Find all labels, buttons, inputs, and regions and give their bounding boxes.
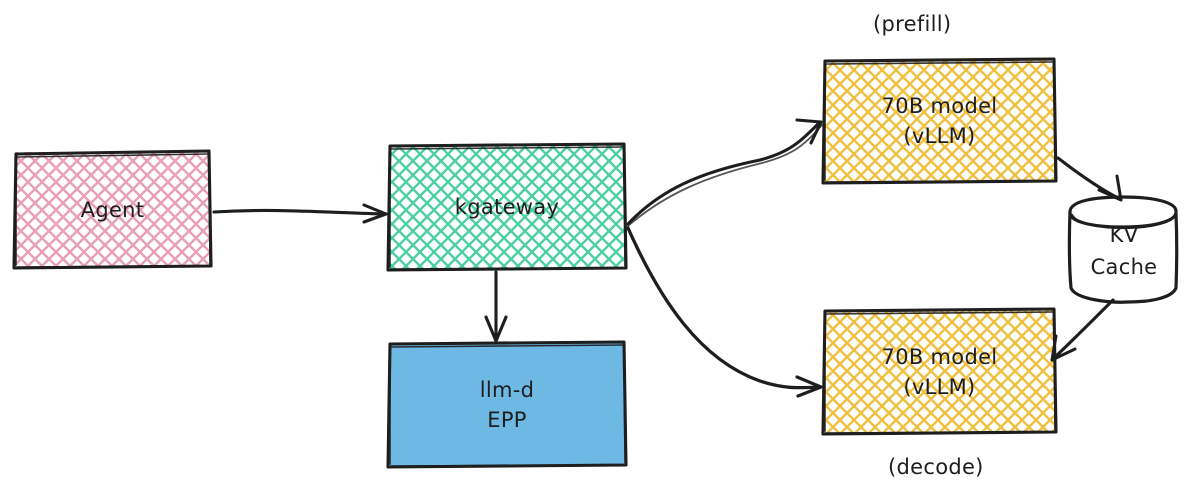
node-kv-cache[interactable] [1067,195,1179,304]
edge-kvcache-to-decode [1050,298,1115,362]
decode-caption: (decode) [888,455,984,479]
node-kgateway[interactable] [386,142,628,272]
edge-prefill-to-kvcache [1056,156,1123,202]
node-prefill-model[interactable] [821,57,1058,185]
decode-model-node-hitbox[interactable] [825,310,1054,433]
llmd-epp-node-hitbox[interactable] [390,343,624,466]
prefill-model-node-hitbox[interactable] [825,60,1054,182]
edge-kgateway-to-epp [484,270,508,343]
node-agent[interactable] [12,149,213,270]
kgateway-node-hitbox[interactable] [390,145,624,269]
edge-kgateway-to-decode [626,226,823,398]
edge-agent-to-kgateway [212,203,388,224]
prefill-caption: (prefill) [873,12,952,36]
kv-cache-node-hitbox[interactable] [1068,196,1178,304]
edge-kgateway-to-prefill [626,118,823,227]
agent-node-hitbox[interactable] [15,152,210,267]
node-decode-model[interactable] [821,307,1058,436]
node-llmd-epp[interactable] [386,340,628,469]
